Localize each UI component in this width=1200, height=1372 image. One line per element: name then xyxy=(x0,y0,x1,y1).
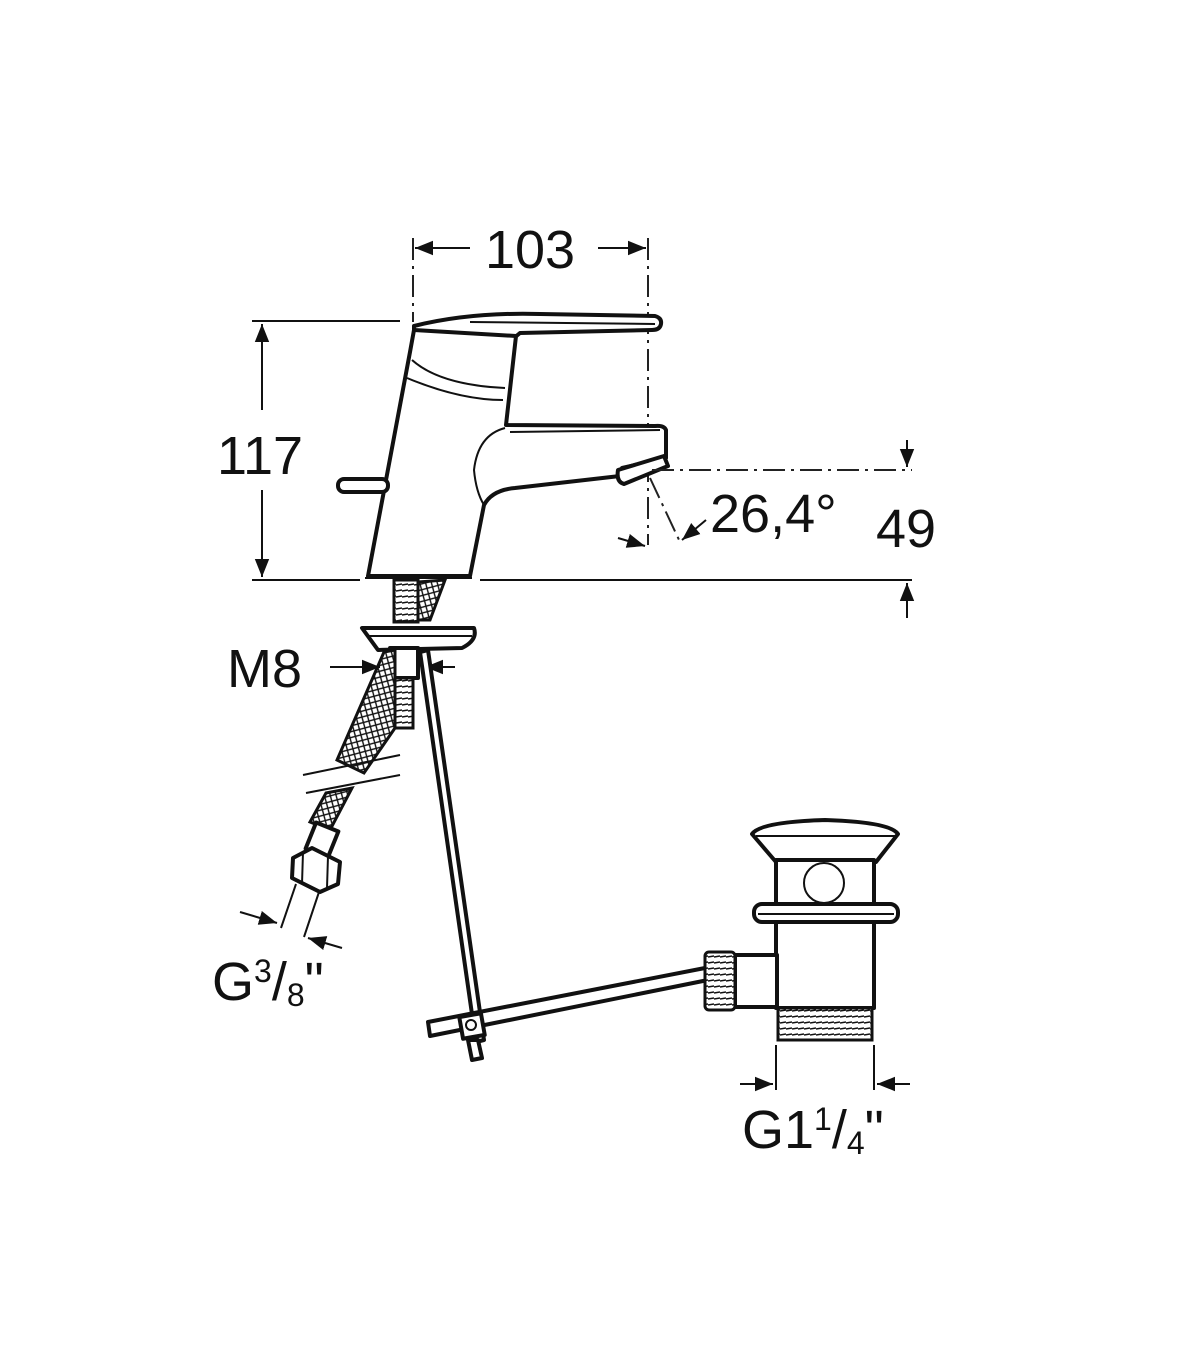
width-dimension: 103 xyxy=(412,220,649,545)
width-label: 103 xyxy=(485,220,575,280)
hose-nut xyxy=(290,846,342,894)
drain-assembly: G11/4" xyxy=(703,818,910,1161)
drain-nut xyxy=(703,950,737,1012)
drain-thread xyxy=(776,1006,874,1042)
mounting-assembly: M8 G3/8" xyxy=(212,578,477,1013)
rod-clamp xyxy=(457,1011,487,1041)
angle-label: 26,4° xyxy=(710,484,837,544)
m8-label: M8 xyxy=(227,639,302,699)
spout-height-label: 49 xyxy=(876,499,936,559)
washer xyxy=(360,626,477,652)
drain-cap xyxy=(750,818,900,864)
popup-knob xyxy=(336,477,390,494)
spout-dimension: 49 26,4° xyxy=(480,440,936,618)
braided-hose xyxy=(335,648,397,775)
drain-connection-label: G11/4" xyxy=(742,1100,884,1161)
popup-rods xyxy=(418,648,710,1062)
height-label: 117 xyxy=(217,426,303,486)
height-dimension: 117 xyxy=(217,320,400,581)
hose-connection-label: G3/8" xyxy=(212,952,324,1013)
faucet-body xyxy=(336,311,670,579)
